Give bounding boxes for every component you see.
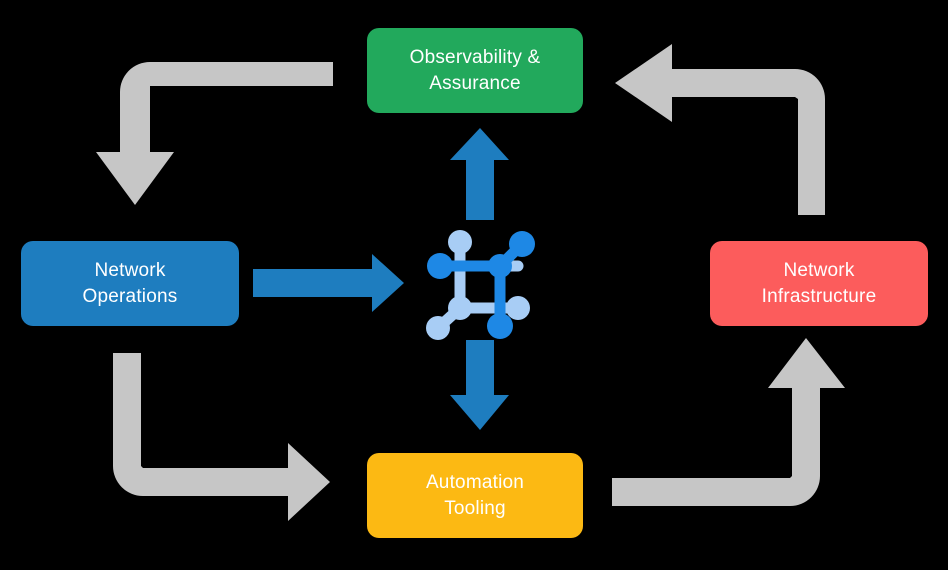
node-observability-assurance[interactable]: Observability & Assurance	[367, 28, 583, 113]
arrow-observability-to-operations	[96, 62, 333, 205]
arrow-infrastructure-to-observability	[615, 44, 825, 215]
node-network-infrastructure[interactable]: Network Infrastructure	[710, 241, 928, 326]
arrow-automation-to-infrastructure	[612, 338, 845, 506]
network-topology-icon	[426, 230, 535, 340]
arrow-center-to-observability	[450, 128, 509, 220]
arrow-center-to-automation	[450, 340, 509, 430]
arrow-operations-to-center	[253, 254, 404, 312]
node-network-operations[interactable]: Network Operations	[21, 241, 239, 326]
arrow-operations-to-automation	[113, 353, 330, 521]
node-automation-tooling[interactable]: Automation Tooling	[367, 453, 583, 538]
